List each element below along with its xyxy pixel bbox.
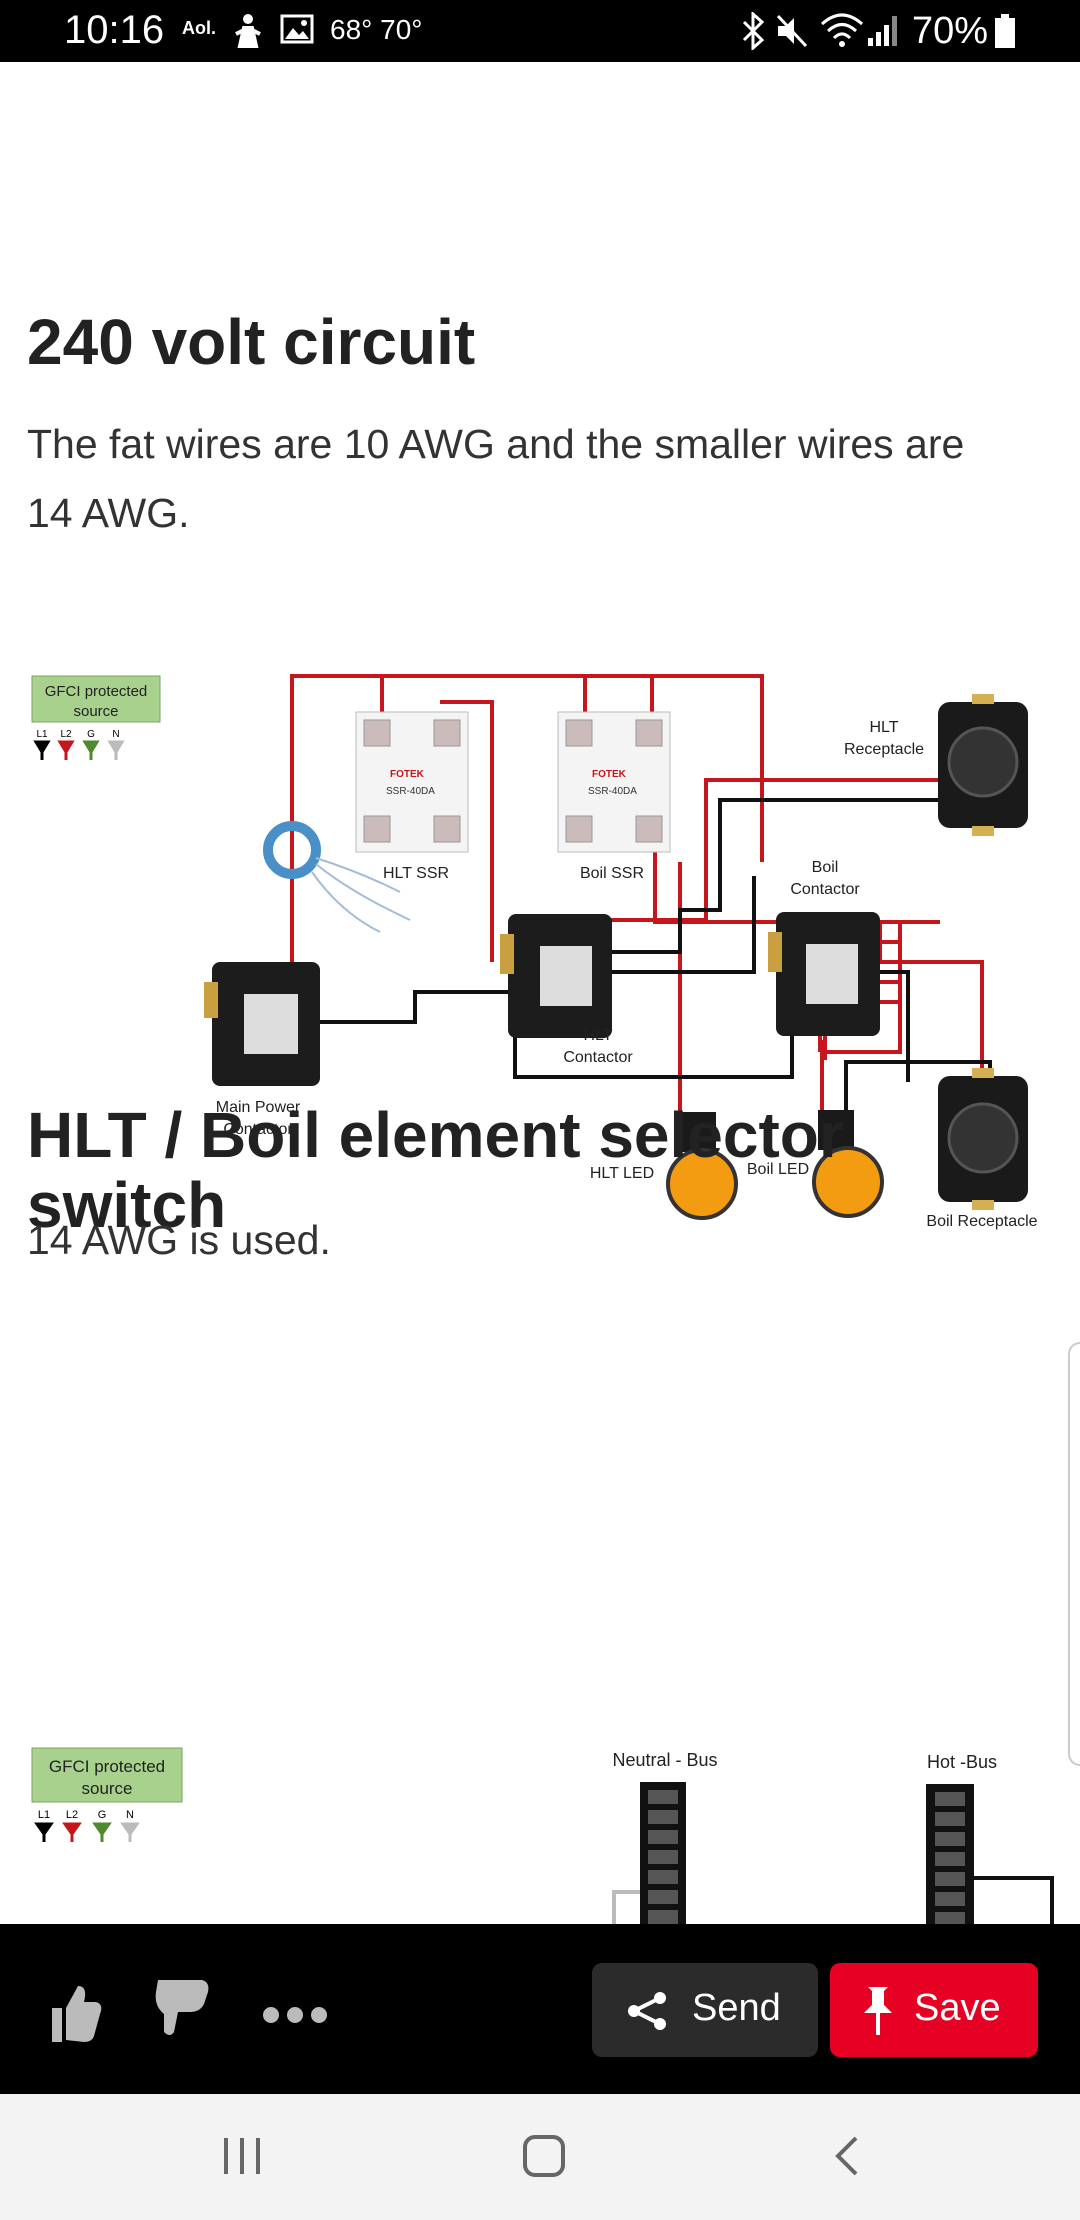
back-icon[interactable]: [832, 2136, 862, 2176]
home-icon[interactable]: [522, 2134, 566, 2178]
hlt-led-label: HLT LED: [590, 1165, 654, 1182]
hlt-ssr-relay: FOTEK SSR-40DA: [355, 711, 469, 853]
thumbs-up-icon[interactable]: [44, 1980, 104, 2044]
wire-label-g: G: [87, 729, 95, 740]
svg-text:N: N: [126, 1809, 134, 1821]
section-desc-240v: The fat wires are 10 AWG and the smaller…: [27, 421, 965, 536]
hlt-receptacle-label-2: Receptacle: [844, 741, 924, 758]
image-icon: [280, 14, 314, 44]
more-options-icon[interactable]: [262, 2006, 328, 2024]
save-button[interactable]: Save: [830, 1963, 1038, 2057]
wifi-icon: [820, 13, 864, 47]
boil-contactor: [768, 912, 880, 1036]
main-power-label-1: Main Power: [216, 1099, 301, 1116]
boil-contactor-label-1: Boil: [812, 859, 839, 876]
boil-led-label: Boil LED: [747, 1161, 809, 1178]
boil-receptacle: [938, 1068, 1028, 1210]
gfci2-label-line2: source: [81, 1779, 132, 1798]
wire-label-l2: L2: [60, 729, 72, 740]
wire-l1-arrow: [33, 740, 51, 760]
action-bar: Send Save: [0, 1924, 1080, 2094]
status-time: 10:16: [64, 8, 165, 52]
gfci-label-line2: source: [73, 703, 118, 720]
main-power-contactor: [204, 962, 320, 1086]
wire-label-l1: L1: [36, 729, 48, 740]
current-sensor-ring: [263, 821, 321, 879]
gfci2-label-line1: GFCI protected: [49, 1757, 165, 1776]
gfci-source-box-2: [31, 1747, 183, 1803]
battery-percent: 70%: [912, 10, 989, 52]
hlt-receptacle: [938, 694, 1028, 836]
scroll-indicator[interactable]: [1068, 1342, 1080, 1766]
mute-icon: [776, 14, 808, 48]
temperature-readout: 68° 70°: [330, 14, 423, 45]
wiring-diagram-selector: GFCI protected source L1 L2 G N Neutral …: [31, 1747, 1054, 1924]
boil-ssr-relay: FOTEK SSR-40DA: [557, 711, 671, 853]
neutral-wire: [612, 1890, 640, 1924]
thumbs-down-icon[interactable]: [150, 1974, 210, 2038]
save-label: Save: [914, 1987, 1001, 2029]
svg-text:G: G: [98, 1809, 107, 1821]
bluetooth-icon: [742, 12, 765, 50]
sensor-leads: [311, 857, 411, 933]
status-bar: 10:16 Aol. 68° 70° 70%: [0, 0, 1080, 62]
wiring-diagram-240v: GFCI protected source L1 L2 G N: [31, 674, 1038, 1230]
hlt-contactor-label-1: HLT: [583, 1027, 612, 1044]
hlt-contactor-label-2: Contactor: [563, 1049, 633, 1066]
hlt-receptacle-label-1: HLT: [869, 719, 898, 736]
hlt-contactor: [500, 914, 612, 1038]
gfci-source-box: [31, 675, 161, 723]
gfci-label-line1: GFCI protected: [45, 683, 148, 700]
main-power-label-2: Contactor: [223, 1121, 293, 1138]
wire-label-n: N: [112, 729, 119, 740]
share-icon: [628, 1992, 666, 2030]
boil-led: [812, 1110, 884, 1218]
send-label: Send: [692, 1987, 781, 2029]
hot-bus-label: Hot -Bus: [927, 1752, 997, 1772]
battery-icon: [995, 14, 1015, 48]
svg-text:FOTEK: FOTEK: [390, 769, 425, 780]
person-icon: [235, 14, 261, 48]
boil-contactor-label-2: Contactor: [790, 881, 860, 898]
wire-n-arrow: [107, 740, 125, 760]
wire-l2-arrow: [57, 740, 75, 760]
svg-text:L2: L2: [66, 1809, 78, 1821]
hlt-led: [666, 1112, 738, 1220]
svg-text:SSR-40DA: SSR-40DA: [588, 786, 637, 797]
svg-text:SSR-40DA: SSR-40DA: [386, 786, 435, 797]
wire-g-arrow: [82, 740, 100, 760]
hlt-ssr-label: HLT SSR: [383, 865, 449, 882]
boil-ssr-label: Boil SSR: [580, 865, 644, 882]
section-desc-selector: 14 AWG is used.: [27, 1217, 331, 1263]
svg-text:FOTEK: FOTEK: [592, 769, 627, 780]
pin-content[interactable]: 240 volt circuit The fat wires are 10 AW…: [0, 62, 1080, 1924]
signal-icon: [868, 16, 897, 46]
aol-notification: Aol.: [182, 18, 216, 38]
recent-apps-icon[interactable]: [222, 2136, 262, 2176]
pin-icon: [864, 1987, 892, 2035]
boil-receptacle-label: Boil Receptacle: [926, 1213, 1037, 1230]
system-nav-bar: [0, 2094, 1080, 2220]
section-title-240v: 240 volt circuit: [27, 306, 476, 378]
send-button[interactable]: Send: [592, 1963, 818, 2057]
hot-wire: [974, 1876, 1054, 1924]
svg-text:L1: L1: [38, 1809, 50, 1821]
neutral-bus-label: Neutral - Bus: [612, 1750, 717, 1770]
